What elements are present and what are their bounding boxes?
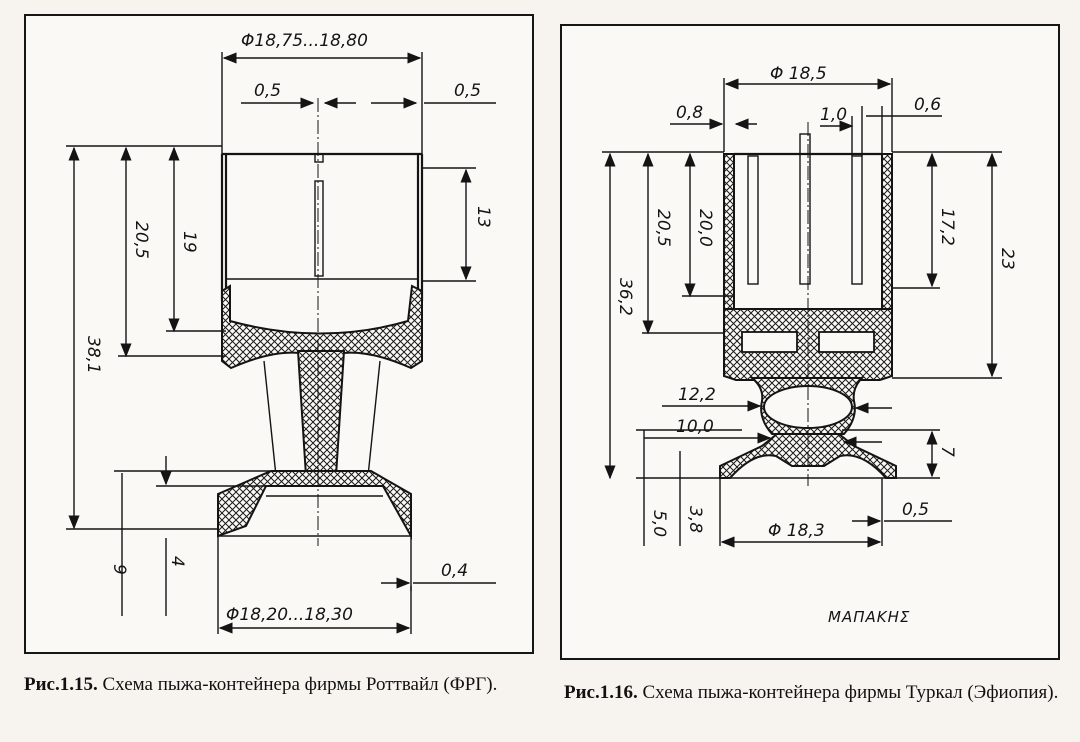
signature: ΜΑΠΑΚΗΣ [828,608,910,626]
label-12-2: 12,2 [678,385,716,405]
label-slot-right: 0,5 [454,81,481,101]
stem-section [296,350,346,477]
label-bottom-diameter: Φ 18,3 [768,521,825,541]
figure-rottweil: Φ18,75...18,80 0,5 0,5 38,1 20,5 19 13 9… [24,14,534,654]
label-10-0: 10,0 [676,417,714,437]
figure-turkal: Φ 18,5 0,8 1,0 0,6 36,2 20,5 20,0 17,2 2… [560,24,1060,660]
label-36-2: 36,2 [615,278,635,316]
label-38-1: 38,1 [83,336,103,374]
label-19: 19 [179,231,199,253]
label-0-8: 0,8 [676,103,703,123]
caption-number: Рис.1.15. [24,674,98,695]
label-20-5: 20,5 [653,209,673,247]
label-20-0: 20,0 [695,209,715,247]
window-right [818,331,875,353]
rottweil-wad-drawing: Φ18,75...18,80 0,5 0,5 38,1 20,5 19 13 9… [66,31,496,634]
top-slot [314,153,324,163]
caption-figure-1-16: Рис.1.16. Схема пыжа-контейнера фирмы Ту… [564,680,1064,705]
slot-left [747,155,759,285]
window-left [741,331,798,353]
slot-center [799,133,811,285]
caption-text: Схема пыжа-контейнера фирмы Туркал (Эфио… [637,682,1059,703]
turkal-wad-drawing: Φ 18,5 0,8 1,0 0,6 36,2 20,5 20,0 17,2 2… [602,64,1017,626]
label-9: 9 [109,564,129,575]
label-23: 23 [997,248,1017,270]
label-slot-left: 0,5 [254,81,281,101]
slot-right [851,155,863,285]
caption-text: Схема пыжа-контейнера фирмы Роттвайл (ФР… [97,674,498,695]
center-slot [314,180,324,277]
label-0-6: 0,6 [914,95,941,115]
label-5-0: 5,0 [649,510,669,537]
label-0-4: 0,4 [441,561,468,581]
label-1-0: 1,0 [820,105,847,125]
label-17-2: 17,2 [937,208,957,246]
label-4: 4 [167,556,187,567]
cup-right-wall [881,153,893,322]
stem-outline-left [263,360,277,477]
label-3-8: 3,8 [685,506,705,533]
cup-bottom-section [221,284,423,370]
label-top-diameter: Φ18,75...18,80 [241,31,368,51]
label-20-5: 20,5 [131,221,151,259]
stem-outline-right [367,360,381,477]
base-section [217,470,412,540]
label-13: 13 [473,206,493,228]
label-7: 7 [937,446,957,457]
caption-number: Рис.1.16. [564,682,638,703]
caption-figure-1-15: Рис.1.15. Схема пыжа-контейнера фирмы Ро… [24,672,524,697]
label-top-diameter: Φ 18,5 [770,64,827,84]
label-0-5: 0,5 [902,500,929,520]
label-bottom-diameter: Φ18,20...18,30 [226,605,353,625]
